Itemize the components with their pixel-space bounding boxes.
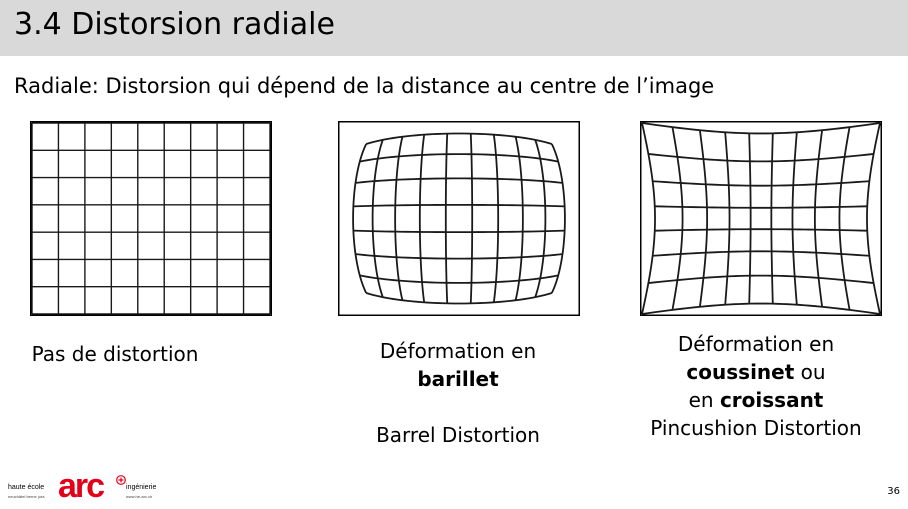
pincushion-grid-vline (641, 122, 656, 315)
pincushion-grid-hline (654, 228, 868, 232)
caption-pincushion: Déformation en coussinet ou en croissant… (636, 330, 876, 442)
barrel-grid-vline (371, 139, 384, 298)
caption-pin-mid: ou (794, 360, 826, 384)
caption-no-distortion-text: Pas de distortion (31, 342, 199, 366)
barrel-distortion-grid (338, 121, 580, 316)
pincushion-grid-hline (652, 250, 870, 257)
pincushion-grid-vline (748, 133, 752, 304)
pincushion-grid-vline (770, 133, 774, 304)
pincushion-grid-hline (641, 122, 881, 135)
barrel-grid-hline (365, 292, 553, 305)
pincushion-grid-hline (654, 205, 868, 209)
barrel-grid-hline (353, 203, 565, 208)
logo-right-line1: ingénierie (126, 484, 157, 491)
barrel-grid-vline (534, 139, 547, 298)
pincushion-grid-hline (652, 180, 870, 187)
barrel-grid-frame (338, 121, 580, 316)
pincushion-grid-vline (866, 122, 881, 315)
pincushion-distortion-grid (640, 121, 882, 316)
page-title: 3.4 Distorsion radiale (14, 7, 335, 42)
caption-barrel: Déformation en barillet Barrel Distortio… (358, 337, 558, 449)
undistorted-grid (30, 121, 272, 316)
caption-pin-line1: Déformation en (677, 332, 835, 356)
pincushion-grid-vline (791, 132, 798, 305)
barrel-grid-hline (359, 153, 559, 163)
title-bar: 3.4 Distorsion radiale (0, 0, 908, 56)
pincushion-grid-vline (813, 130, 824, 307)
caption-no-distortion: Pas de distortion (30, 340, 200, 368)
barrel-grid-vline (551, 143, 566, 294)
caption-pin-pre2: en (688, 388, 720, 412)
caption-barrel-line1: Déformation en (379, 339, 537, 363)
caption-barrel-bold: barillet (417, 367, 499, 391)
barrel-grid-vline (514, 136, 524, 301)
pincushion-grid-hline (648, 274, 874, 284)
pincushion-grid-hline (648, 153, 874, 163)
he-arc-logo: haute école neuchâtel berne jura arc ing… (8, 469, 168, 505)
barrel-grid-vline (418, 134, 426, 303)
barrel-grid-hline (359, 274, 559, 284)
pincushion-grid-vline (698, 130, 709, 307)
barrel-grid-vline (469, 133, 474, 304)
logo-left-line1: haute école (8, 484, 45, 491)
undistorted-grid-frame (30, 121, 272, 316)
logo-left-line2: neuchâtel berne jura (8, 494, 45, 499)
barrel-grid-hline (355, 177, 563, 184)
page-number: 36 (887, 486, 900, 497)
barrel-grid-vline (352, 143, 367, 294)
barrel-grid-vline (492, 134, 500, 303)
caption-barrel-english: Barrel Distortion (376, 423, 540, 447)
barrel-grid-hline (353, 229, 565, 234)
barrel-grid-hline (365, 132, 553, 145)
pincushion-grid-hline (641, 302, 881, 315)
caption-pin-bold1: coussinet (686, 360, 795, 384)
caption-pin-english: Pincushion Distortion (650, 416, 862, 440)
barrel-grid-hline (355, 253, 563, 260)
pincushion-grid-vline (671, 126, 684, 311)
barrel-grid-vline (444, 133, 449, 304)
pincushion-grid-vline (724, 132, 731, 305)
logo-brand: arc (58, 467, 105, 505)
pincushion-grid-vline (838, 126, 851, 311)
pincushion-grid-frame (640, 121, 882, 316)
slide-subtitle: Radiale: Distorsion qui dépend de la dis… (14, 74, 715, 98)
logo-right-line2: www.he-arc.ch (126, 494, 153, 499)
logo-plus-icon (116, 475, 126, 485)
caption-pin-bold2: croissant (719, 388, 824, 412)
barrel-grid-vline (394, 136, 404, 301)
